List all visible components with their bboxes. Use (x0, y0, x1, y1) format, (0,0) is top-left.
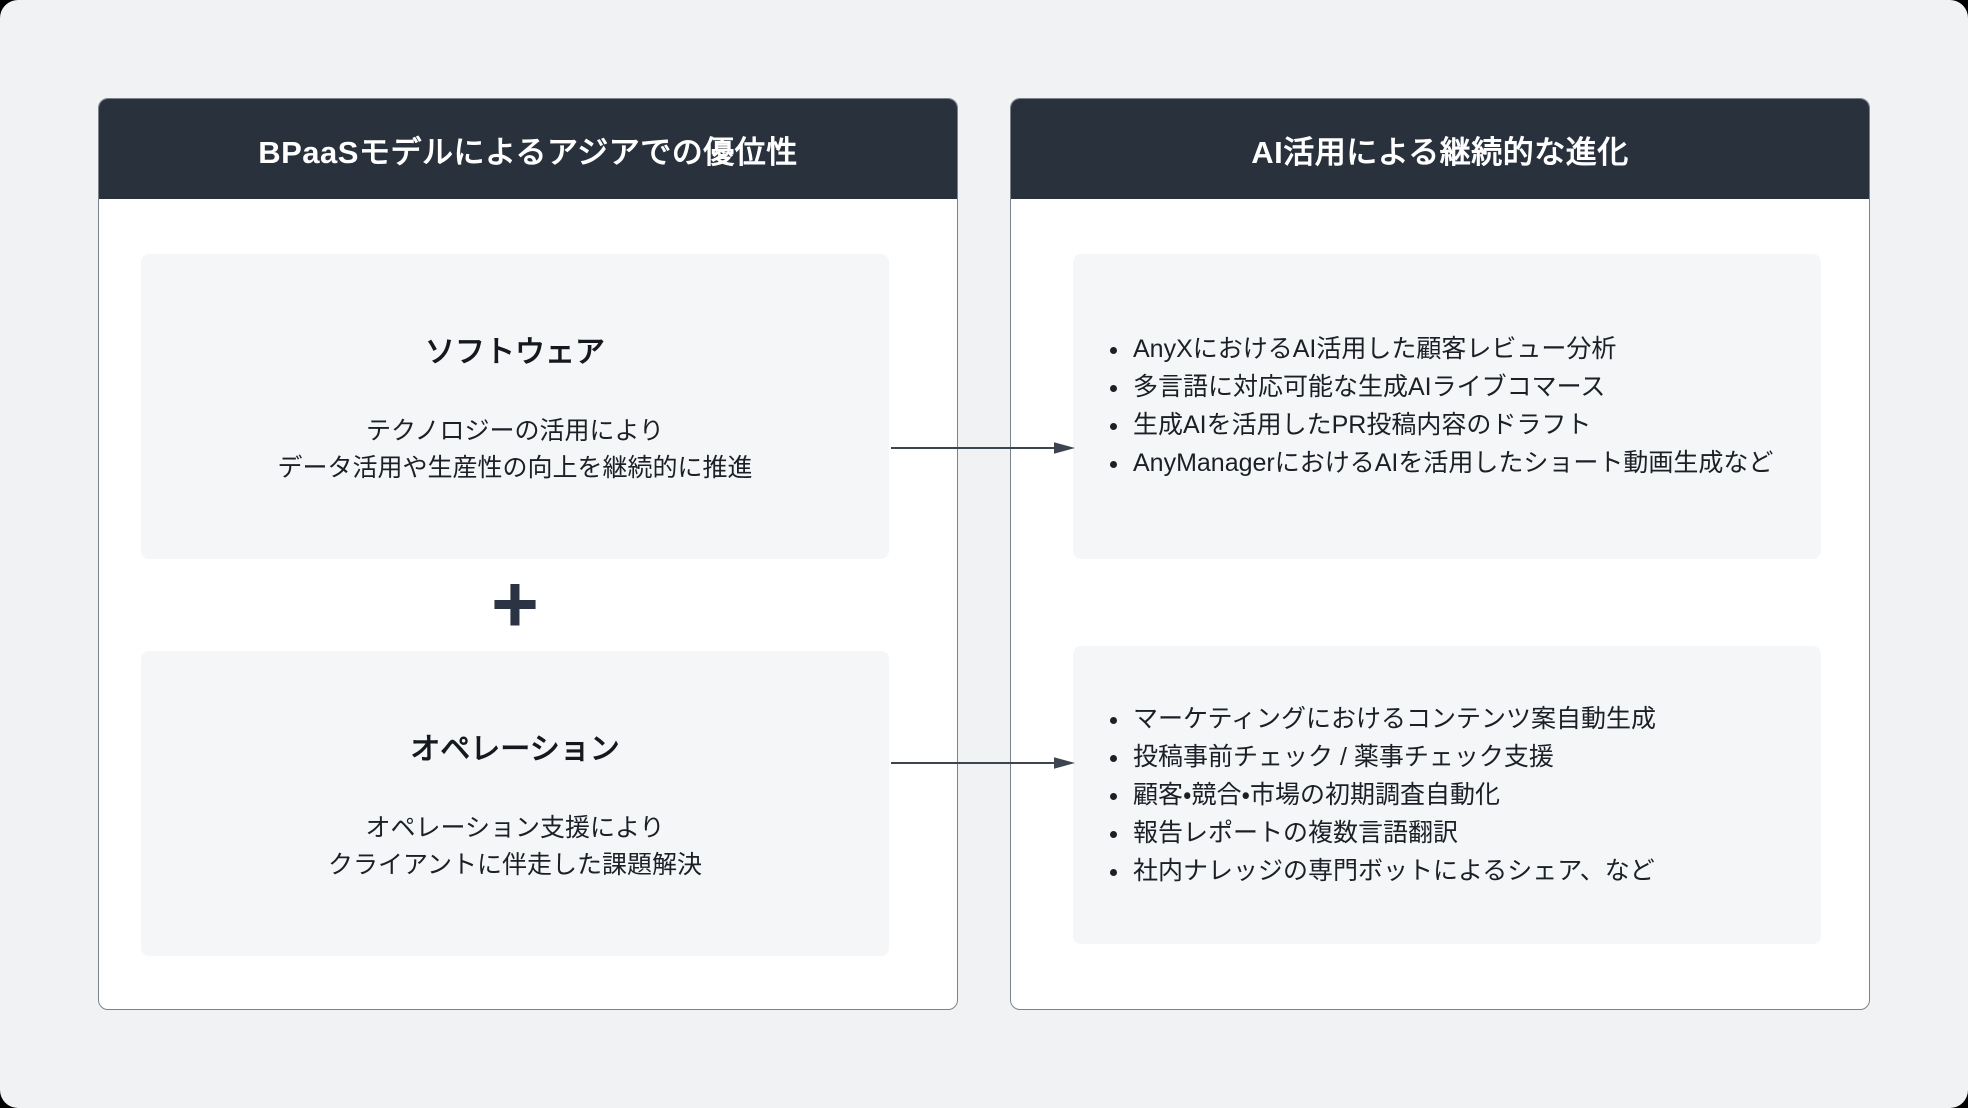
bullet-item: 顧客・競合・市場の初期調査自動化 (1131, 780, 1781, 811)
operation-box-title: オペレーション (410, 732, 620, 766)
software-box-body: テクノロジーの活用により データ活用や生産性の向上を継続的に推進 (277, 413, 752, 487)
bullet-item: AnyXにおけるAI活用した顧客レビュー分析 (1131, 334, 1781, 365)
bullet-item: 生成AIを活用したPR投稿内容のドラフト (1131, 410, 1781, 441)
ai-operation-examples-box: マーケティングにおけるコンテンツ案自動生成投稿事前チェック / 薬事チェック支援… (1073, 646, 1821, 944)
arrow-operation-to-ai (891, 757, 1075, 769)
operation-body-line-2: クライアントに伴走した課題解決 (327, 850, 702, 879)
ai-software-examples-box: AnyXにおけるAI活用した顧客レビュー分析多言語に対応可能な生成AIライブコマ… (1073, 254, 1821, 559)
bullet-item: AnyManagerにおけるAIを活用したショート動画生成など (1131, 448, 1781, 479)
plus-icon: + (491, 559, 539, 650)
bpaas-advantage-panel: BPaaSモデルによるアジアでの優位性 ソフトウェア テクノロジーの活用により … (98, 98, 958, 1010)
operation-body-line-1: オペレーション支援により (365, 813, 665, 842)
ai-software-examples-list: AnyXにおけるAI活用した顧客レビュー分析多言語に対応可能な生成AIライブコマ… (1073, 327, 1821, 486)
software-box: ソフトウェア テクノロジーの活用により データ活用や生産性の向上を継続的に推進 (141, 254, 889, 559)
software-body-line-2: データ活用や生産性の向上を継続的に推進 (277, 453, 753, 482)
operation-box: オペレーション オペレーション支援により クライアントに伴走した課題解決 (141, 651, 889, 956)
arrow-software-to-ai (891, 442, 1075, 454)
software-box-title: ソフトウェア (425, 335, 605, 369)
bullet-item: 報告レポートの複数言語翻訳 (1131, 818, 1781, 849)
software-body-line-1: テクノロジーの活用により (365, 416, 664, 445)
bullet-item: マーケティングにおけるコンテンツ案自動生成 (1131, 704, 1781, 735)
ai-evolution-panel: AI活用による継続的な進化 AnyXにおけるAI活用した顧客レビュー分析多言語に… (1010, 98, 1870, 1010)
bpaas-panel-title: BPaaSモデルによるアジアでの優位性 (99, 99, 957, 199)
ai-operation-examples-list: マーケティングにおけるコンテンツ案自動生成投稿事前チェック / 薬事チェック支援… (1073, 697, 1821, 894)
bullet-item: 社内ナレッジの専門ボットによるシェア、など (1131, 856, 1781, 887)
bullet-item: 多言語に対応可能な生成AIライブコマース (1131, 372, 1781, 403)
ai-panel-title: AI活用による継続的な進化 (1011, 99, 1869, 199)
operation-box-body: オペレーション支援により クライアントに伴走した課題解決 (328, 810, 702, 884)
bullet-item: 投稿事前チェック / 薬事チェック支援 (1131, 742, 1781, 773)
